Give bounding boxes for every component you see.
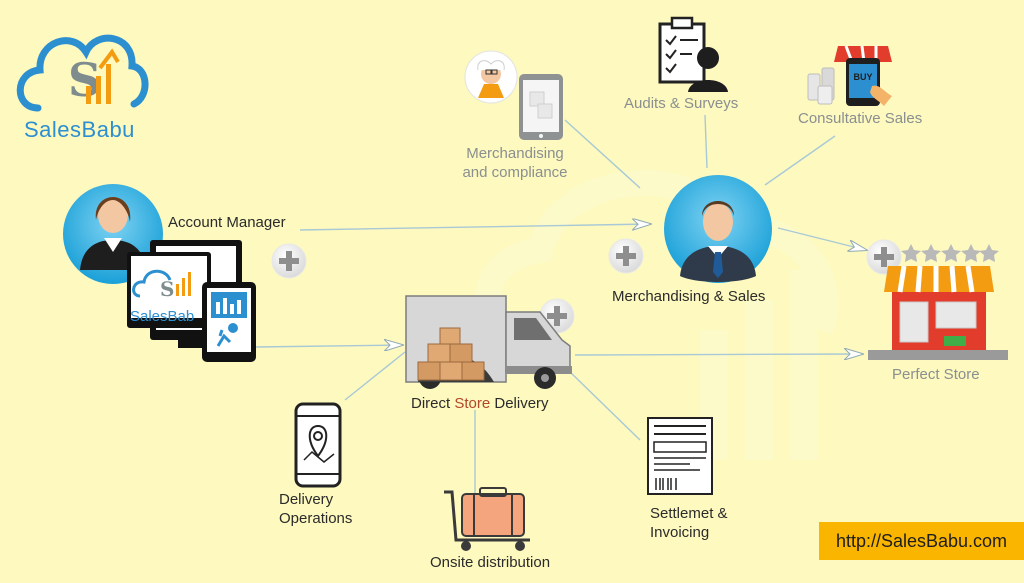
smartphone-map-icon xyxy=(294,402,342,488)
connector-compliance-to-sales xyxy=(564,119,641,189)
label-perfect-store: Perfect Store xyxy=(892,366,980,383)
star-icon xyxy=(979,244,999,262)
connector-consult-to-sales xyxy=(764,135,836,186)
boxes-icon xyxy=(417,327,485,381)
label-audits-surveys: Audits & Surveys xyxy=(624,95,739,112)
svg-text:S: S xyxy=(160,277,174,301)
connector-truck-to-receipt xyxy=(567,369,641,441)
star-icon xyxy=(901,244,921,262)
label-settlement-line1: Settlemet & xyxy=(650,505,728,522)
label-merchandising-compliance-line1: Merchandising xyxy=(466,145,564,162)
star-icon xyxy=(941,244,961,262)
luggage-cart-icon xyxy=(444,487,530,551)
salesman-avatar-icon xyxy=(664,175,772,283)
receipt-icon xyxy=(647,417,713,495)
label-merchandising-compliance: Merchandising and compliance xyxy=(458,144,572,182)
connectors xyxy=(254,114,866,495)
url-link[interactable]: http://SalesBabu.com xyxy=(819,522,1024,560)
store-icon xyxy=(868,265,1008,360)
devices-logo-text: SalesBab xyxy=(130,308,194,325)
buy-badge-text: BUY xyxy=(853,72,872,82)
label-dsd-word3: Delivery xyxy=(494,395,549,412)
label-account-manager: Account Manager xyxy=(168,214,286,231)
plus-icon[interactable] xyxy=(608,238,644,274)
connector-sales-to-store xyxy=(777,227,866,250)
tablet-icon xyxy=(519,74,563,140)
label-dsd-word2: Store xyxy=(454,395,491,412)
star-icon xyxy=(961,244,981,262)
salesbabu-cloud-logo: S xyxy=(16,34,149,112)
professor-icon xyxy=(464,50,518,104)
label-delivery-operations: Delivery Operations xyxy=(279,490,352,528)
label-settlement-invoicing: Settlemet & Invoicing xyxy=(650,504,728,542)
connector-audits-to-sales xyxy=(704,114,708,169)
label-direct-store-delivery: Direct Store Delivery xyxy=(411,394,549,413)
connector-devices-to-truck xyxy=(254,345,402,347)
plus-icon[interactable] xyxy=(271,243,307,279)
watermark-logo xyxy=(475,170,839,460)
label-delivery-operations-line1: Delivery xyxy=(279,491,334,508)
label-merchandising-compliance-line2: and compliance xyxy=(462,164,568,181)
salesbabu-devices-icon: SalesBab S xyxy=(127,240,256,362)
label-onsite-distribution: Onsite distribution xyxy=(430,554,551,571)
label-dsd-word1: Direct xyxy=(411,395,451,412)
label-delivery-operations-line2: Operations xyxy=(279,510,353,527)
star-icon xyxy=(921,244,941,262)
label-consultative-sales: Consultative Sales xyxy=(798,110,923,127)
svg-text:S: S xyxy=(68,53,101,107)
connector-account-to-sales xyxy=(299,224,650,231)
connector-truck-to-store xyxy=(574,354,862,355)
shop-buy-icon: BUY xyxy=(807,45,892,106)
star-rating xyxy=(901,244,999,262)
clipboard-user-icon xyxy=(658,16,728,92)
plus-icon[interactable] xyxy=(866,239,902,275)
label-merchandising-sales: Merchandising & Sales xyxy=(612,288,766,305)
label-settlement-line2: Invoicing xyxy=(650,524,710,541)
connector-truck-to-phone xyxy=(344,351,406,401)
brand-name: SalesBabu xyxy=(24,117,135,142)
